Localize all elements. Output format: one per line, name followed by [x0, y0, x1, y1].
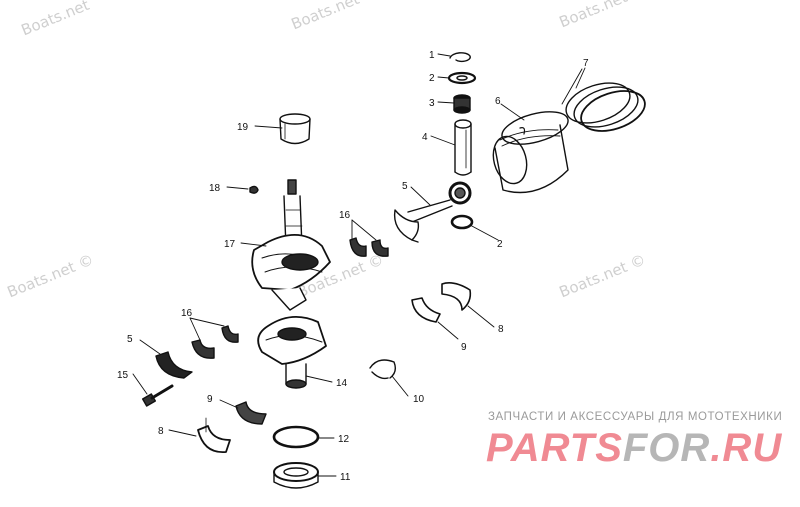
brand-logo: PARTSFOR.RU — [486, 428, 782, 468]
needle-bearing-halves-lower — [191, 325, 239, 359]
rod-cap — [155, 351, 193, 379]
snap-ring — [369, 359, 397, 380]
woodruff-key — [249, 185, 259, 194]
callout-16: 16 — [339, 210, 351, 221]
callout-9b: 9 — [461, 342, 467, 353]
bearing-half-right — [411, 297, 441, 323]
callout-16b: 16 — [181, 308, 193, 319]
brand-logo-part1: PARTS — [486, 426, 623, 470]
callout-18: 18 — [209, 183, 221, 194]
callout-19: 19 — [237, 122, 249, 133]
callout-10: 10 — [413, 394, 425, 405]
oil-seal — [273, 462, 319, 489]
callout-11: 11 — [340, 472, 351, 483]
crankshaft — [251, 179, 331, 389]
callout-9: 9 — [207, 394, 213, 405]
callout-2b: 2 — [497, 239, 503, 250]
brand-logo-part2: FOR — [622, 426, 711, 470]
callout-numbers: 1 2 3 4 5 6 7 2 16 17 18 19 16 5 15 9 8 … — [117, 50, 589, 483]
callout-1: 1 — [429, 50, 435, 61]
brand-logo-part3: .RU — [710, 426, 783, 470]
piston-pin — [454, 119, 472, 176]
callout-4: 4 — [422, 132, 428, 143]
callout-6: 6 — [495, 96, 501, 107]
leader-lines — [132, 53, 586, 477]
callout-5: 5 — [402, 181, 408, 192]
bearing-cage-lower-left — [197, 425, 231, 453]
piston-rings — [565, 82, 646, 132]
o-ring — [272, 425, 320, 449]
connecting-rod — [393, 181, 472, 243]
callout-5b: 5 — [127, 334, 133, 345]
bearing-cage-right — [441, 282, 472, 311]
callout-15: 15 — [117, 370, 129, 381]
thrust-washer-upper — [447, 71, 477, 85]
thrust-washer-lower — [450, 214, 474, 230]
piston-pin-retainer — [449, 52, 471, 63]
callout-8: 8 — [158, 426, 164, 437]
needle-bearing-small — [453, 94, 471, 114]
callout-12: 12 — [338, 434, 350, 445]
callout-2: 2 — [429, 73, 435, 84]
brand-tagline: ЗАПЧАСТИ И АКСЕССУАРЫ ДЛЯ МОТОТЕХНИКИ — [488, 411, 783, 423]
cap-screw — [141, 384, 174, 407]
callout-8b: 8 — [498, 324, 504, 335]
callout-3: 3 — [429, 98, 435, 109]
crank-bearing-sleeve — [279, 113, 311, 145]
callout-17: 17 — [224, 239, 236, 250]
bearing-half-lower-left — [235, 401, 267, 425]
callout-14: 14 — [336, 378, 348, 389]
callout-7: 7 — [583, 58, 589, 69]
piston — [492, 111, 569, 194]
needle-bearing-halves-upper — [349, 237, 389, 257]
